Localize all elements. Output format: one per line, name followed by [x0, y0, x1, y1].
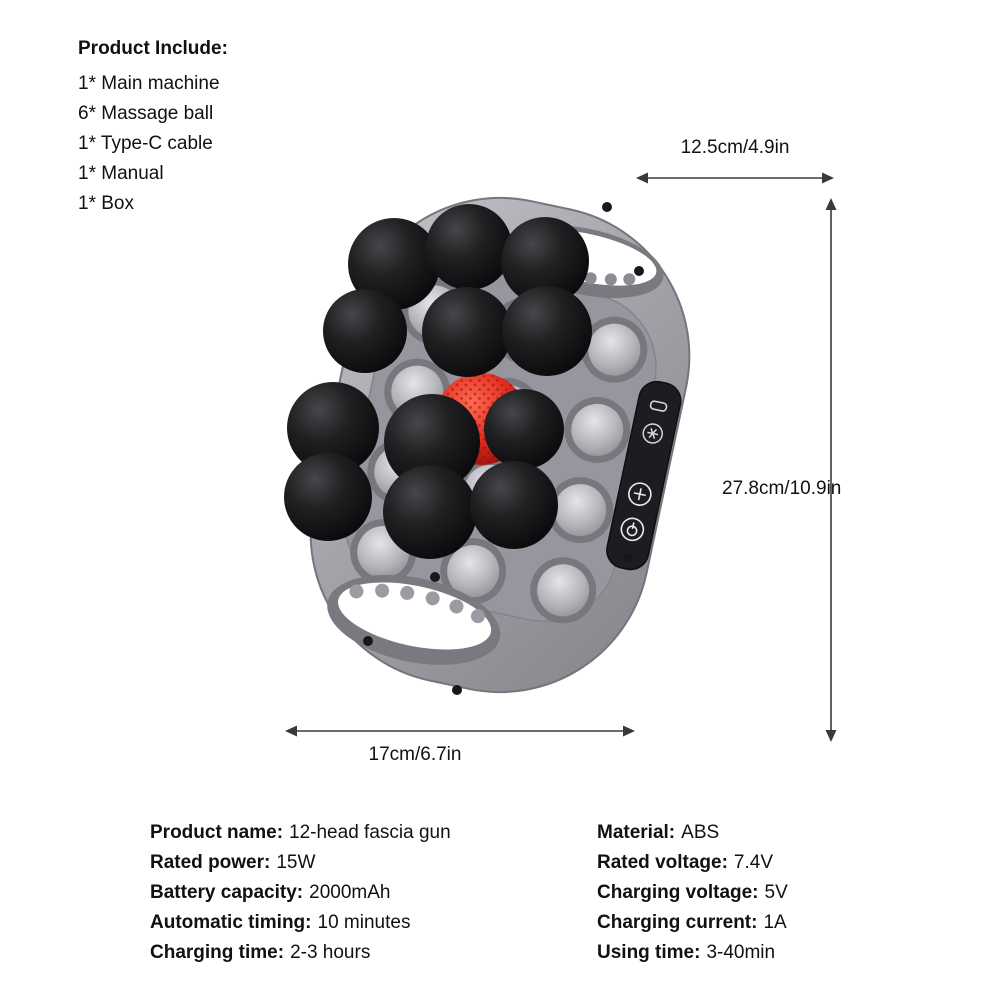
specs-left-column: Product name:12-head fascia gun Rated po…: [150, 818, 451, 968]
bottom-width-arrow: [285, 725, 635, 737]
specs-right-column: Material:ABS Rated voltage:7.4V Charging…: [597, 818, 788, 968]
spec-row-rated-voltage: Rated voltage:7.4V: [597, 848, 788, 878]
massage-ball: [422, 287, 512, 377]
include-item-manual: 1* Manual: [78, 163, 164, 184]
spec-row-battery-capacity: Battery capacity:2000mAh: [150, 878, 451, 908]
plus-button-icon[interactable]: [627, 481, 653, 507]
massage-ball: [284, 453, 372, 541]
massage-ball: [502, 286, 592, 376]
include-item-main-machine: 1* Main machine: [78, 73, 220, 94]
massage-ball: [383, 465, 477, 559]
screw-dots: [363, 202, 644, 695]
fan-button-icon[interactable]: [641, 422, 664, 445]
spec-row-charging-time: Charging time:2-3 hours: [150, 938, 451, 968]
control-panel: [606, 380, 682, 571]
spec-row-automatic-timing: Automatic timing:10 minutes: [150, 908, 451, 938]
spec-value: 15W: [276, 852, 316, 873]
dimension-lines: [285, 172, 837, 742]
power-button-icon[interactable]: [619, 516, 645, 542]
massage-ball: [323, 289, 407, 373]
spec-row-charging-current: Charging current:1A: [597, 908, 788, 938]
spec-label: Rated power:: [150, 852, 271, 873]
spec-label: Automatic timing:: [150, 912, 312, 933]
spec-value: 12-head fascia gun: [289, 822, 451, 843]
top-width-arrow: [636, 172, 834, 184]
spec-row-rated-power: Rated power:15W: [150, 848, 451, 878]
spec-label: Material:: [597, 822, 676, 843]
spec-value: 5V: [764, 882, 788, 903]
massage-ball: [287, 382, 379, 474]
spec-label: Charging current:: [597, 912, 758, 933]
spec-row-material: Material:ABS: [597, 818, 788, 848]
massage-ball: [484, 389, 564, 469]
massage-ball: [426, 204, 512, 290]
spec-label: Rated voltage:: [597, 852, 728, 873]
massage-ball: [348, 218, 440, 310]
spec-row-product-name: Product name:12-head fascia gun: [150, 818, 451, 848]
spec-label: Charging time:: [150, 942, 285, 963]
spec-row-using-time: Using time:3-40min: [597, 938, 788, 968]
spec-row-charging-voltage: Charging voltage:5V: [597, 878, 788, 908]
include-item-massage-ball: 6* Massage ball: [78, 103, 214, 124]
spec-value: 10 minutes: [317, 912, 411, 933]
product-include-list: Product Include: 1* Main machine 6* Mass…: [78, 34, 228, 219]
spec-value: 1A: [763, 912, 787, 933]
product-include-title: Product Include:: [78, 38, 228, 59]
spec-label: Product name:: [150, 822, 284, 843]
spec-value: 2-3 hours: [290, 942, 371, 963]
dimension-label-bottom-width: 17cm/6.7in: [368, 744, 462, 765]
right-height-arrow: [825, 198, 837, 742]
include-item-box: 1* Box: [78, 193, 134, 214]
include-item-type-c-cable: 1* Type-C cable: [78, 133, 213, 154]
massage-balls: [284, 204, 592, 559]
dimension-label-top-width: 12.5cm/4.9in: [680, 137, 790, 158]
spec-value: 2000mAh: [309, 882, 391, 903]
spec-label: Using time:: [597, 942, 701, 963]
spec-value: ABS: [681, 822, 720, 843]
dimension-label-right-height: 27.8cm/10.9in: [722, 478, 842, 499]
spec-value: 3-40min: [706, 942, 776, 963]
massage-ball: [384, 394, 480, 490]
usb-c-port-icon: [649, 400, 668, 412]
spec-label: Battery capacity:: [150, 882, 304, 903]
massage-ball: [470, 461, 558, 549]
massage-ball: [501, 217, 589, 305]
spec-label: Charging voltage:: [597, 882, 759, 903]
spec-value: 7.4V: [733, 852, 774, 873]
